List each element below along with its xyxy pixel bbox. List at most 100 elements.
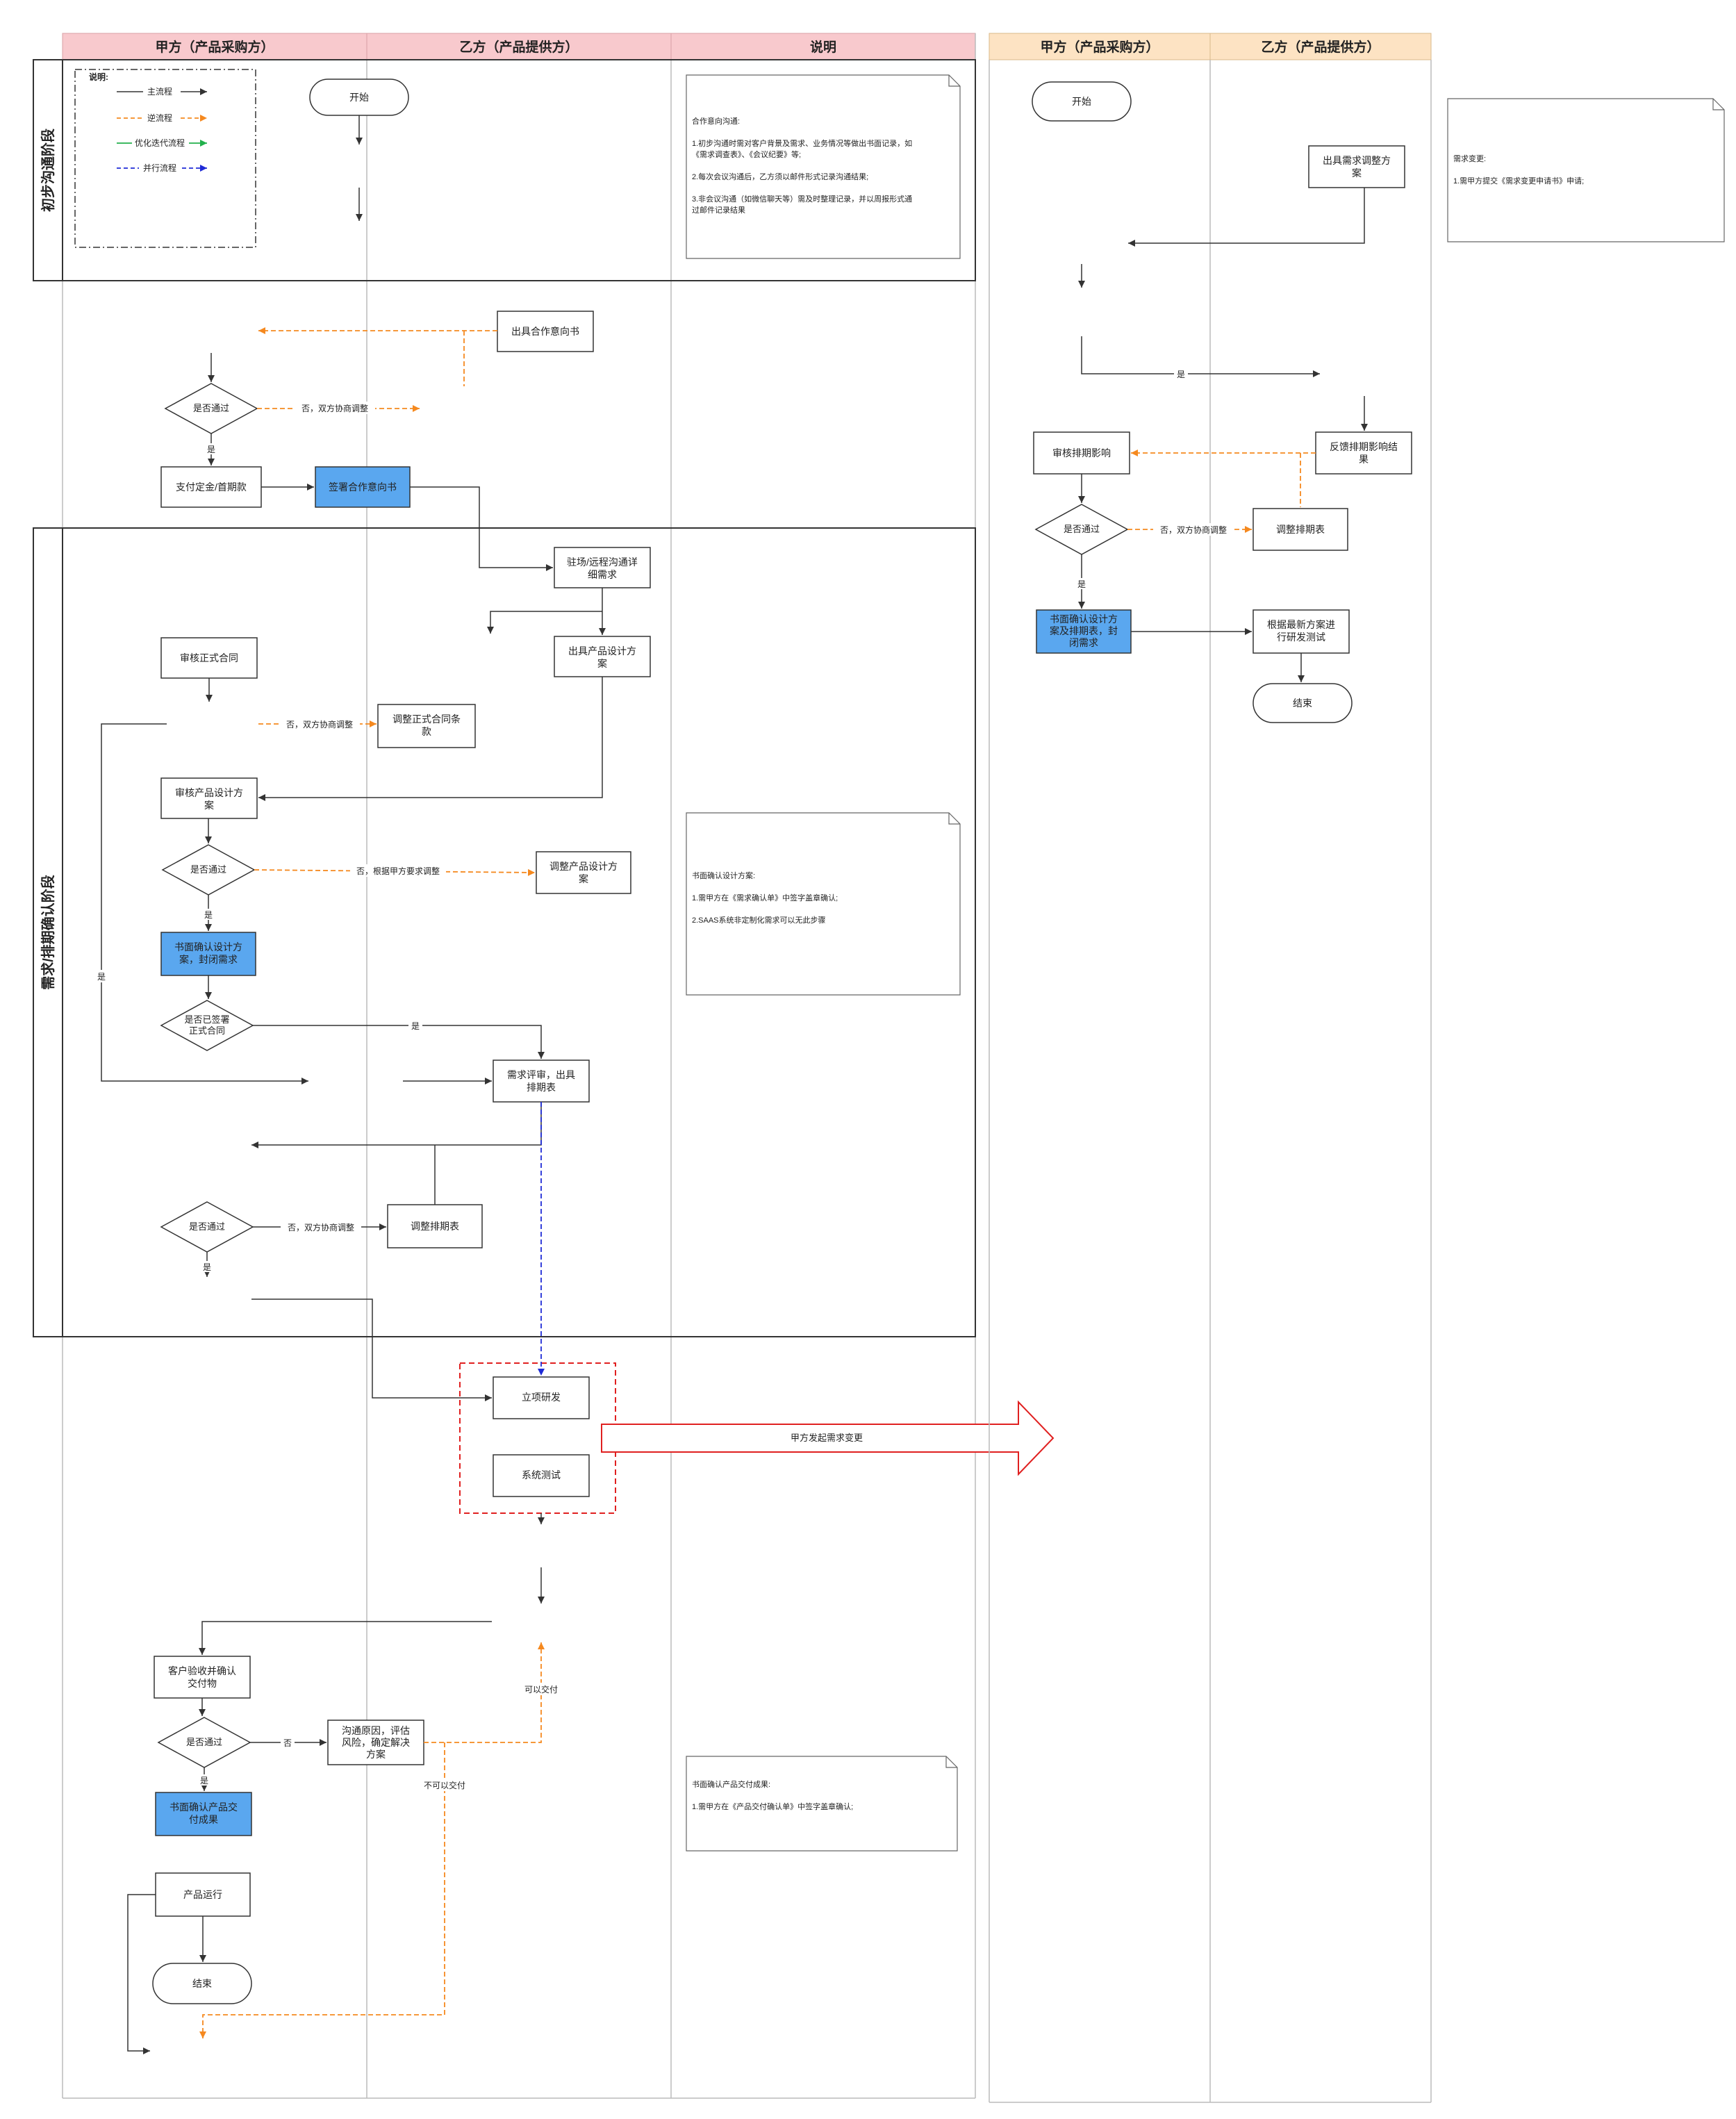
right-develop-node[interactable] [1253,609,1350,654]
onsite-comm-label-2: 细需求 [588,569,617,580]
phase2-label: 需求/排期确认阶段 [40,875,56,990]
end-node-label: 结束 [192,1978,212,1989]
confirm-design-node[interactable] [160,932,256,976]
run-label: 产品运行 [183,1889,222,1900]
right-develop-label-2: 行研发测试 [1277,632,1325,643]
right-adjust-schedule-node[interactable] [1253,508,1348,551]
design-plan-node[interactable] [554,636,651,677]
right-edge-label-no-negotiate: 否，双方协商调整 [1160,525,1227,535]
run-node[interactable] [155,1872,251,1917]
confirm-delivery-node[interactable] [155,1792,252,1836]
right-confirm-node[interactable] [1036,609,1132,654]
adjust-contract-label-2: 款 [422,726,431,737]
right-change-plan-label-2: 案 [1352,167,1362,179]
end-node[interactable] [152,1963,252,2004]
sign-intent-node[interactable] [315,466,411,508]
review-contract-node[interactable] [160,637,258,679]
header-party-b-bg [366,33,672,60]
system-test-node[interactable] [493,1454,590,1497]
legend-main-label: 主流程 [147,86,172,97]
start-node-label: 开始 [349,92,369,103]
onsite-comm-node[interactable] [554,547,651,588]
header-party-a: 甲方（产品采购方） [155,39,274,55]
right-feedback-node[interactable] [1315,431,1412,475]
header-party-a-bg [62,33,367,60]
communicate-node[interactable] [327,1720,424,1765]
note1-line: 2.每次会议沟通后，乙方须以邮件形式记录沟通结果; [692,172,868,181]
edge-label-yes-4: 是 [411,1021,420,1031]
edge-main [1081,336,1320,377]
note-change-fold [1712,99,1724,110]
phase1-label: 初步沟通阶段 [40,129,56,212]
note2-fold [948,813,960,825]
accept-node[interactable] [154,1656,251,1699]
right-feedback-label-2: 果 [1359,454,1369,465]
edge-label-deliverable: 可以交付 [524,1684,558,1695]
right-header-party-b-bg [1209,33,1432,60]
review-design-label-2: 案 [204,800,214,811]
signed-contract-decision[interactable] [160,1000,254,1051]
edge-main [251,1298,492,1401]
edge-label-bg [1153,523,1234,536]
right-review-impact-node[interactable] [1033,431,1130,475]
edge-label-yes-1: 是 [207,445,215,454]
project-dev-node[interactable] [493,1376,590,1419]
note1-line: 合作意向沟通: [692,116,740,126]
edge-label-bg [281,1221,361,1233]
right-start-label: 开始 [1072,96,1091,107]
legend-reverse-label: 逆流程 [147,113,172,123]
communicate-label-2: 风险，确定解决 [342,1737,410,1748]
accept-label-2: 交付物 [188,1678,217,1689]
edge-label-yes-6: 是 [200,1776,208,1786]
right-header-party-a: 甲方（产品采购方） [1040,39,1159,55]
edge-main [1128,188,1365,247]
pay-deposit-label: 支付定金/首期款 [176,481,247,493]
note3 [686,1756,958,1852]
adjust-contract-node[interactable] [377,704,476,748]
note1-fold [948,75,960,87]
edge-main [253,1025,545,1059]
adjust-schedule-node[interactable] [387,1204,483,1248]
edge-label-bg [418,1779,471,1791]
right-change-plan-node[interactable] [1308,145,1405,188]
review-design-node[interactable] [160,777,258,819]
note1-line: 3.非会议沟通（如微信聊天等）需及时整理记录，并以周报形式通 [692,194,912,204]
communicate-label: 沟通原因，评估 [342,1725,410,1736]
left-edges: 否，双方协商调整 是 否，双方协商调整 是 否，根据甲方要求调整 是 是 [96,115,606,2054]
right-feedback-label: 反馈排期影响结 [1330,441,1398,452]
note1 [686,74,961,259]
review-design-label: 审核产品设计方 [175,787,243,798]
edge-label-bg [200,1261,214,1272]
pass1-label: 是否通过 [193,403,229,413]
edge-label-yes-2: 是 [97,972,106,982]
edge-label-bg [279,718,360,730]
note3-line: 书面确认产品交付成果: [692,1779,770,1789]
right-header-party-b: 乙方（产品提供方） [1261,39,1380,55]
intent-letter-node[interactable] [497,311,594,352]
note1-line: 《需求调查表》、《会议纪要》等; [692,149,801,159]
change-request-arrow[interactable] [601,1400,1055,1476]
review-schedule-label-2: 排期表 [527,1082,556,1093]
right-start-node[interactable] [1032,81,1132,122]
legend-title: 说明: [89,72,108,82]
right-end-node[interactable] [1253,683,1353,723]
adjust-design-node[interactable] [536,851,631,894]
review-contract-label: 审核正式合同 [180,652,238,663]
edge-main [251,1102,542,1148]
review-schedule-node[interactable] [493,1060,590,1103]
right-header-party-a-bg [989,33,1211,60]
edge-main [127,1894,156,2054]
note3-fold [945,1756,957,1768]
edge-reverse [199,1742,445,2038]
project-dev-label: 立项研发 [522,1392,561,1403]
right-edge-label-yes-1: 是 [1177,370,1185,379]
sign-intent-label: 签署合作意向书 [329,481,397,493]
right-end-label: 结束 [1293,698,1312,709]
edge-label-bg [408,1020,422,1031]
onsite-comm-label: 驻场/远程沟通详 [567,556,638,568]
pass3-label: 是否通过 [189,1221,225,1232]
phase1-label-bg [33,59,63,281]
pass4-label: 是否通过 [186,1737,222,1747]
edge-main [410,486,553,571]
right-review-impact-label: 审核排期影响 [1052,447,1111,459]
